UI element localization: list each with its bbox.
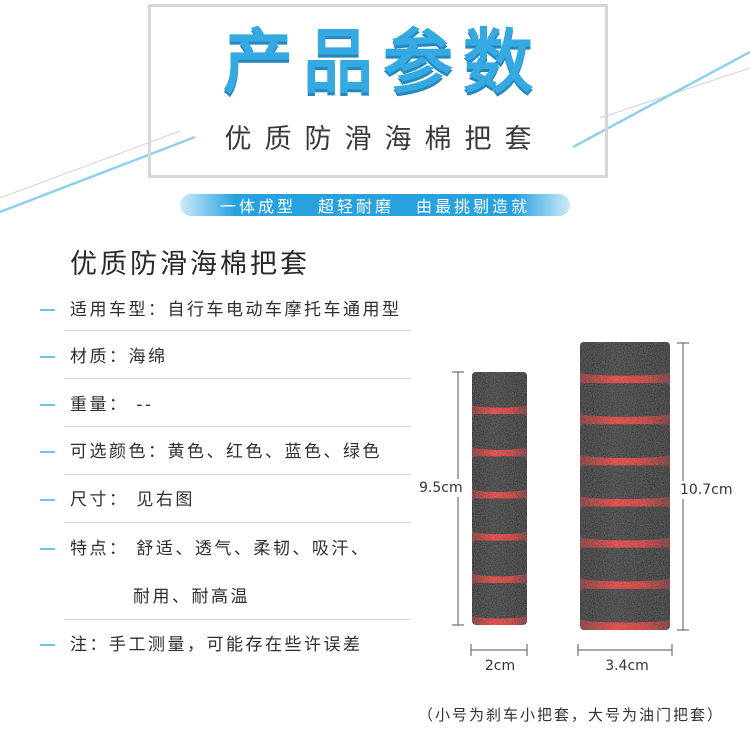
spec-item-size: 尺寸： 见右图	[70, 490, 195, 510]
spec-item-features: 特点： 舒适、透气、柔韧、吸汗、	[70, 539, 371, 559]
foam-segment-edge	[580, 533, 670, 541]
large-grip-width-label: 3.4cm	[601, 657, 653, 675]
foam-segment-edge	[472, 569, 527, 577]
foam-segment	[472, 498, 527, 532]
slogan-phrase: 由最挑剔造就	[416, 197, 531, 216]
list-bullet-dash	[40, 356, 55, 358]
page-title: 产品参数	[223, 21, 543, 103]
divider	[64, 522, 410, 523]
foam-segment-edge	[580, 574, 670, 582]
foam-segment-edge	[580, 409, 670, 417]
foam-segment	[580, 588, 670, 620]
spec-item-weight: 重量： --	[70, 395, 154, 415]
dimension-lines	[452, 342, 689, 656]
slogan-phrase: 一体成型	[219, 197, 296, 216]
list-bullet-dash	[40, 451, 55, 453]
small-grip-width-label: 2cm	[480, 657, 520, 675]
spec-item-vehicle: 适用车型：自行车电动车摩托车通用型	[70, 300, 402, 320]
foam-segment	[580, 506, 670, 538]
spec-item-material: 材质：海绵	[70, 347, 168, 367]
slogan-phrase: 超轻耐磨	[317, 197, 394, 216]
page-subtitle: 优质防滑海棉把套	[224, 124, 545, 155]
size-caption: （小号为刹车小把套，大号为油门把套）	[418, 706, 725, 724]
list-bullet-dash	[40, 309, 55, 311]
large-grip	[580, 342, 670, 630]
product-illustration	[452, 342, 689, 656]
list-bullet-dash	[40, 499, 55, 501]
foam-segment	[472, 414, 527, 448]
foam-segment	[472, 372, 527, 406]
header-frame	[148, 4, 608, 178]
slogan-banner: 一体成型 超轻耐磨 由最挑剔造就	[180, 194, 570, 216]
foam-segment-edge	[472, 485, 527, 492]
foam-segment	[580, 424, 670, 456]
foam-segment-edge	[472, 442, 527, 450]
divider	[64, 619, 410, 620]
spec-item-colors: 可选颜色：黄色、红色、蓝色、绿色	[70, 442, 382, 462]
spec-title: 优质防滑海棉把套	[70, 249, 310, 280]
small-grip	[472, 372, 527, 625]
foam-segment	[580, 383, 670, 415]
foam-segment-edge	[580, 492, 670, 500]
small-grip-height-label: 9.5cm	[419, 479, 463, 497]
spec-item-note: 注：手工测量，可能存在些许误差	[70, 635, 363, 655]
divider	[64, 378, 410, 379]
foam-segment	[472, 456, 527, 490]
foam-segment	[580, 547, 670, 579]
foam-segment	[580, 465, 670, 497]
list-bullet-dash	[40, 404, 55, 406]
foam-segment-edge	[580, 450, 670, 458]
foam-segment	[472, 540, 527, 574]
large-grip-height-label: 10.7cm	[680, 481, 733, 499]
divider	[64, 474, 410, 475]
foam-segment-edge	[472, 527, 527, 535]
foam-segment	[580, 342, 670, 374]
divider	[64, 426, 410, 427]
list-bullet-dash	[40, 644, 55, 646]
foam-segment-edge	[472, 611, 527, 619]
spec-item-features-continued: 耐用、耐高温	[133, 587, 250, 607]
decorative-line	[572, 50, 750, 149]
list-bullet-dash	[40, 548, 55, 550]
decorative-line	[0, 135, 196, 214]
foam-segment-edge	[580, 615, 670, 623]
foam-segment-edge	[472, 400, 527, 408]
foam-segment-edge	[580, 368, 670, 376]
divider	[64, 330, 410, 331]
foam-segment	[472, 582, 527, 616]
